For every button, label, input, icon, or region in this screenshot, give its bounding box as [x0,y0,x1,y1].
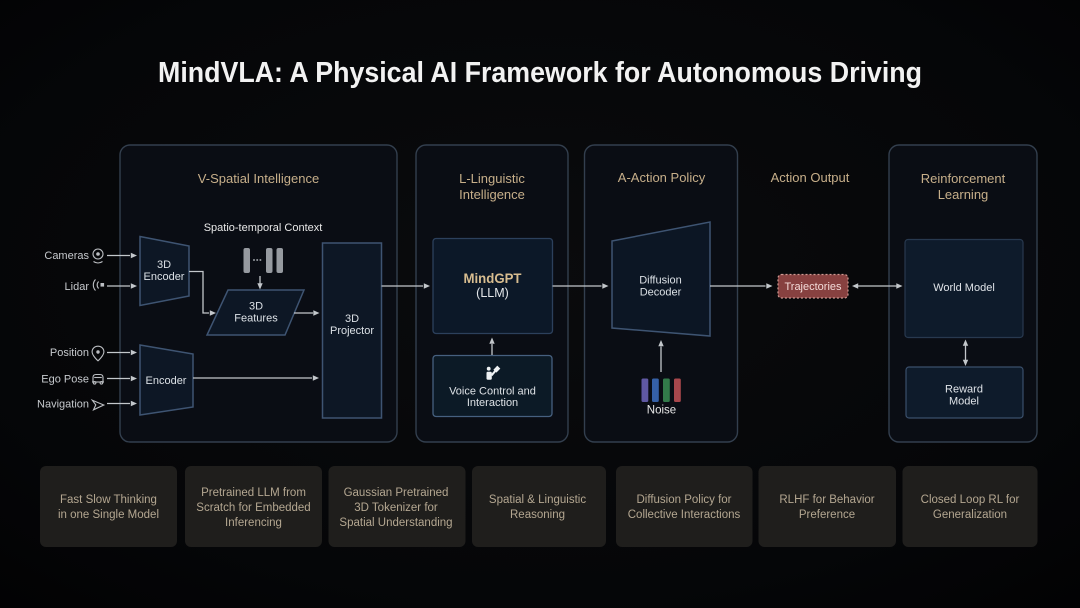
svg-text:Action Output: Action Output [771,170,850,185]
svg-text:Learning: Learning [938,187,989,202]
svg-text:Ego Pose: Ego Pose [41,374,89,386]
svg-text:3D: 3D [345,313,359,325]
svg-text:Scratch for Embedded: Scratch for Embedded [196,502,310,514]
svg-text:Projector: Projector [330,325,374,337]
svg-text:Preference: Preference [799,509,855,521]
svg-text:Reinforcement: Reinforcement [921,171,1006,186]
svg-text:Pretrained LLM from: Pretrained LLM from [201,487,306,499]
svg-text:A-Action Policy: A-Action Policy [618,170,706,185]
svg-text:MindVLA: A Physical AI Framewo: MindVLA: A Physical AI Framework for Aut… [158,57,922,89]
svg-text:Generalization: Generalization [933,509,1007,521]
svg-text:Model: Model [949,396,979,408]
svg-text:MindGPT: MindGPT [464,270,522,286]
svg-text:Lidar: Lidar [65,281,90,293]
svg-text:Trajectories: Trajectories [784,281,842,293]
svg-text:Reward: Reward [945,384,983,396]
svg-text:Encoder: Encoder [144,271,185,283]
svg-text:3D: 3D [157,259,171,271]
svg-text:Diffusion: Diffusion [639,275,682,287]
svg-text:Navigation: Navigation [37,399,89,411]
svg-text:Voice Control and: Voice Control and [449,386,536,398]
svg-text:Interaction: Interaction [467,397,518,409]
svg-text:Inferencing: Inferencing [225,517,282,529]
svg-text:L-Linguistic: L-Linguistic [459,171,525,186]
svg-text:in one Single Model: in one Single Model [58,509,159,521]
svg-text:Encoder: Encoder [146,375,187,387]
svg-text:3D: 3D [249,301,263,313]
svg-text:Gaussian Pretrained: Gaussian Pretrained [344,487,449,499]
svg-text:RLHF for Behavior: RLHF for Behavior [779,494,874,506]
svg-text:Cameras: Cameras [44,250,89,262]
svg-text:Diffusion Policy for: Diffusion Policy for [636,494,731,506]
svg-text:Position: Position [50,347,89,359]
svg-text:Spatial & Linguistic: Spatial & Linguistic [489,494,586,506]
svg-text:Collective Interactions: Collective Interactions [628,509,741,521]
svg-text:Closed Loop RL for: Closed Loop RL for [921,494,1020,506]
svg-text:Reasoning: Reasoning [510,509,565,521]
svg-text:Features: Features [234,313,278,325]
svg-text:Fast Slow Thinking: Fast Slow Thinking [60,494,157,506]
svg-text:Noise: Noise [647,405,676,417]
svg-text:Decoder: Decoder [640,287,682,299]
svg-text:V-Spatial Intelligence: V-Spatial Intelligence [198,171,319,186]
svg-text:Intelligence: Intelligence [459,187,525,202]
svg-text:World Model: World Model [933,282,995,294]
svg-text:Spatial Understanding: Spatial Understanding [339,517,452,529]
svg-text:(LLM): (LLM) [476,286,509,300]
svg-text:Spatio-temporal Context: Spatio-temporal Context [204,222,323,234]
svg-text:3D Tokenizer for: 3D Tokenizer for [354,502,438,514]
